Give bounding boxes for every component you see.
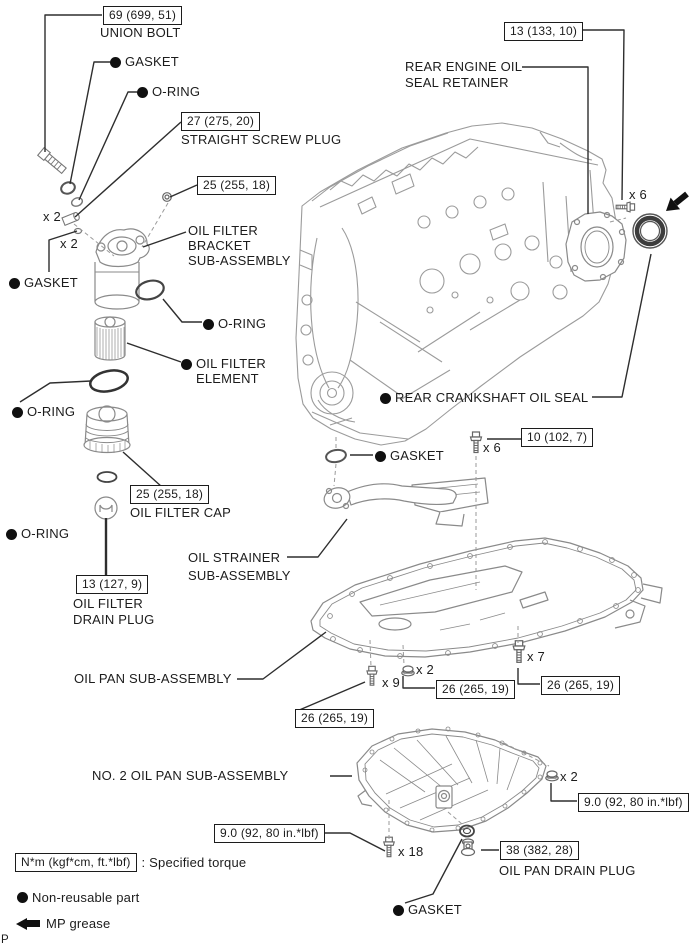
torque-pan-bolt-x7: 26 (265, 19) xyxy=(541,676,621,695)
label-gasket-top: GASKET xyxy=(110,55,179,68)
torque-union-bolt: 69 (699, 51) xyxy=(103,6,183,25)
torque-no2-bolt-x18: 9.0 (92, 80 in.*lbf) xyxy=(214,824,325,843)
label-x2-pan: x 2 xyxy=(416,662,434,677)
oring-c-drawing xyxy=(89,369,129,393)
oring-b-drawing xyxy=(135,279,165,301)
oring-d-drawing xyxy=(96,471,118,483)
label-bracket-2: BRACKET xyxy=(188,238,251,253)
label-bracket-3: SUB-ASSEMBLY xyxy=(188,253,291,268)
page-marker: P xyxy=(1,934,9,946)
label-retainer-2: SEAL RETAINER xyxy=(405,75,509,90)
label-crank-seal: REAR CRANKSHAFT OIL SEAL xyxy=(380,391,588,404)
torque-no2-nut-x2: 9.0 (92, 80 in.*lbf) xyxy=(578,793,689,812)
torque-bracket-bolt: 25 (255, 18) xyxy=(197,176,277,195)
label-retainer-1: REAR ENGINE OIL xyxy=(405,59,523,74)
engine-block-drawing xyxy=(295,122,618,446)
label-pan-gasket: GASKET xyxy=(393,903,462,916)
oil-filter-element-drawing xyxy=(94,316,126,361)
drain-plug-gasket-drawing xyxy=(459,824,475,838)
mp-grease-arrow-icon xyxy=(16,917,40,930)
label-element-1: OIL FILTER xyxy=(181,357,266,370)
non-reusable-icon xyxy=(110,56,121,68)
label-oring-c: O-RING xyxy=(12,405,75,418)
label-oring-d: O-RING xyxy=(6,527,69,540)
leader-lines xyxy=(19,14,652,904)
label-pan-drain: OIL PAN DRAIN PLUG xyxy=(499,863,636,878)
non-reusable-icon xyxy=(9,277,20,289)
torque-retainer: 13 (133, 10) xyxy=(504,22,584,41)
non-reusable-icon xyxy=(181,358,192,370)
strainer-bolt-drawing xyxy=(469,431,483,454)
label-x18: x 18 xyxy=(398,844,424,859)
non-reusable-icon xyxy=(393,904,404,916)
oil-filter-cap-drawing xyxy=(83,405,131,454)
strainer-gasket-drawing xyxy=(325,448,347,464)
rear-crankshaft-oil-seal-drawing xyxy=(632,213,668,249)
label-x9: x 9 xyxy=(382,675,400,690)
legend-torque: N*m (kgf*cm, ft.*lbf) : Specified torque xyxy=(15,853,246,872)
torque-filter-drain: 13 (127, 9) xyxy=(76,575,149,594)
oil-filter-drain-plug-drawing xyxy=(94,496,118,520)
torque-strainer-bolt: 10 (102, 7) xyxy=(521,428,594,447)
label-screw-plug: STRAIGHT SCREW PLUG xyxy=(181,132,342,147)
torque-pan-drain: 38 (382, 28) xyxy=(500,841,580,860)
label-filter-cap: OIL FILTER CAP xyxy=(130,505,232,520)
legend-mp-grease: MP grease xyxy=(16,917,110,930)
oil-pan-drain-plug-drawing xyxy=(460,838,476,857)
screw-plug-oring-drawing xyxy=(73,227,83,235)
no2-nut-x2-drawing xyxy=(545,770,559,782)
label-strainer-2: SUB-ASSEMBLY xyxy=(188,568,291,583)
label-filter-drain-1: OIL FILTER xyxy=(73,596,143,611)
torque-pan-nut-x2: 26 (265, 19) xyxy=(436,680,516,699)
legend-non-reusable: Non-reusable part xyxy=(17,891,139,904)
label-no2-pan: NO. 2 OIL PAN SUB-ASSEMBLY xyxy=(92,768,289,783)
non-reusable-icon xyxy=(17,892,28,903)
retainer-bolt-drawing xyxy=(615,201,636,213)
no2-oil-pan-drawing xyxy=(356,726,547,833)
label-strainer-gasket: GASKET xyxy=(375,449,444,462)
oil-strainer-drawing xyxy=(323,477,489,527)
label-x6-retainer: x 6 xyxy=(629,187,647,202)
label-oil-pan: OIL PAN SUB-ASSEMBLY xyxy=(74,671,232,686)
non-reusable-icon xyxy=(12,406,23,418)
non-reusable-icon xyxy=(380,392,391,404)
oring-a-drawing xyxy=(70,197,84,207)
rear-seal-retainer-drawing xyxy=(565,211,627,282)
label-oring-b: O-RING xyxy=(203,317,266,330)
pan-bolt-x18-drawing xyxy=(383,836,395,858)
union-bolt-drawing xyxy=(36,146,67,175)
assembly-dashed-lines xyxy=(73,202,627,839)
non-reusable-icon xyxy=(203,318,214,330)
torque-filter-cap: 25 (255, 18) xyxy=(130,485,210,504)
label-strainer-1: OIL STRAINER xyxy=(188,550,281,565)
label-x6-strainer: x 6 xyxy=(483,440,501,455)
label-bracket-1: OIL FILTER xyxy=(188,223,258,238)
non-reusable-icon xyxy=(375,450,386,462)
oil-filter-bracket-drawing xyxy=(94,228,150,310)
legend-torque-box: N*m (kgf*cm, ft.*lbf) xyxy=(15,853,137,872)
pan-bolt-x9-drawing xyxy=(366,665,378,686)
label-gasket-left: GASKET xyxy=(9,276,78,289)
label-filter-drain-2: DRAIN PLUG xyxy=(73,612,155,627)
mp-grease-point-arrow-icon xyxy=(666,191,689,211)
pan-bolt-x7-drawing xyxy=(512,640,526,663)
torque-pan-bolt-x9: 26 (265, 19) xyxy=(295,709,375,728)
label-x2-oring: x 2 xyxy=(60,236,78,251)
pan-nut-x2-drawing xyxy=(401,665,415,677)
torque-screw-plug: 27 (275, 20) xyxy=(181,112,261,131)
oil-pan-drawing xyxy=(310,537,663,659)
label-x2-plug: x 2 xyxy=(43,209,61,224)
label-x7: x 7 xyxy=(527,649,545,664)
legend-torque-desc: : Specified torque xyxy=(141,855,247,870)
union-bolt-gasket-drawing xyxy=(60,181,76,195)
label-union-bolt: UNION BOLT xyxy=(100,25,181,40)
label-element-2: ELEMENT xyxy=(196,371,259,386)
label-x2-no2: x 2 xyxy=(560,769,578,784)
non-reusable-icon xyxy=(137,86,148,98)
non-reusable-icon xyxy=(6,528,17,540)
label-oring-a: O-RING xyxy=(137,85,200,98)
